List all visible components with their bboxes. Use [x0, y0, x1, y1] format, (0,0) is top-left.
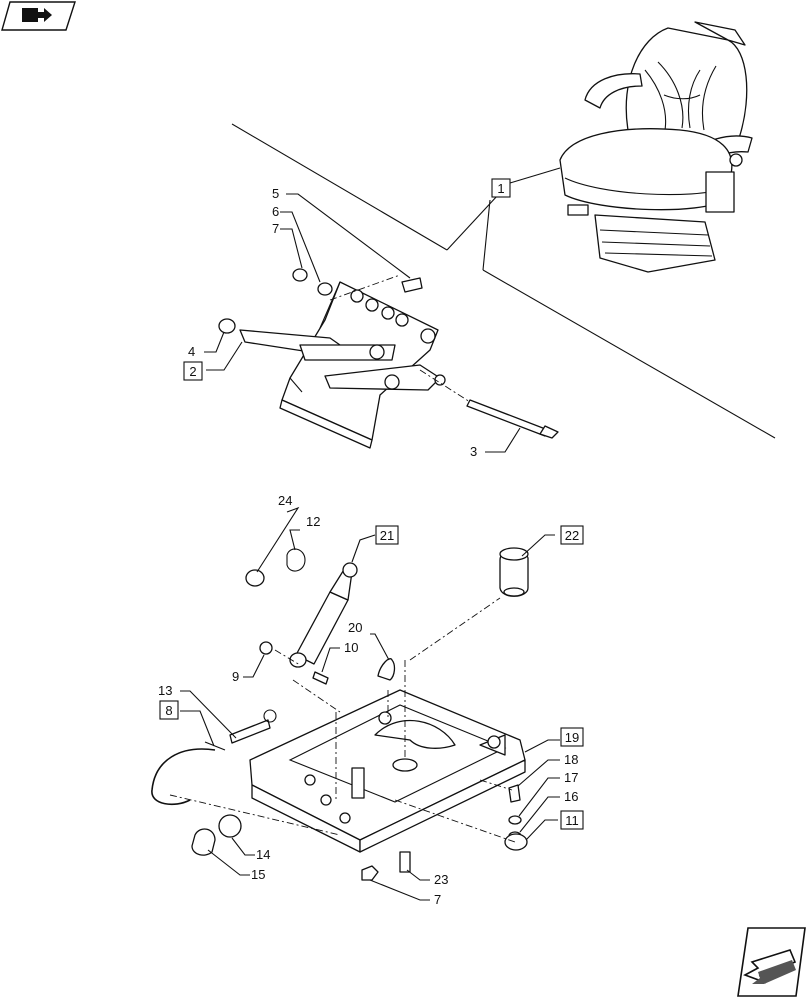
svg-text:19: 19 [565, 730, 579, 745]
callout-leaders [180, 193, 560, 901]
callout-7-bottom: 7 [434, 892, 441, 907]
callout-17: 17 [564, 770, 578, 785]
callout-4: 4 [188, 344, 195, 359]
svg-text:22: 22 [565, 528, 579, 543]
next-arrow-icon[interactable] [737, 927, 806, 997]
callout-14: 14 [256, 847, 270, 862]
callout-21: 21 [375, 525, 399, 545]
callout-22: 22 [560, 525, 584, 545]
book-arrow-icon[interactable] [1, 1, 76, 31]
scissor-frame [218, 268, 559, 449]
callout-11: 11 [560, 810, 584, 830]
callout-15: 15 [251, 867, 265, 882]
callout-13: 13 [158, 683, 172, 698]
svg-text:11: 11 [565, 813, 579, 828]
callout-3: 3 [470, 444, 477, 459]
callout-24: 24 [278, 493, 292, 508]
callout-19: 19 [560, 727, 584, 747]
seat-assembly [559, 21, 753, 273]
leader-lines-top [231, 123, 776, 439]
callout-5: 5 [272, 186, 279, 201]
callout-8: 8 [159, 700, 179, 720]
callout-1: 1 [491, 178, 511, 198]
callout-2: 2 [183, 361, 203, 381]
lower-mechanism [151, 547, 529, 881]
callout-10: 10 [344, 640, 358, 655]
callout-18: 18 [564, 752, 578, 767]
svg-text:21: 21 [380, 528, 394, 543]
svg-text:1: 1 [497, 181, 504, 196]
svg-text:2: 2 [189, 364, 196, 379]
callout-6: 6 [272, 204, 279, 219]
callout-20: 20 [348, 620, 362, 635]
callout-7-top: 7 [272, 221, 279, 236]
callout-12: 12 [306, 514, 320, 529]
callout-16: 16 [564, 789, 578, 804]
callout-23: 23 [434, 872, 448, 887]
callout-9: 9 [232, 669, 239, 684]
svg-text:8: 8 [165, 703, 172, 718]
